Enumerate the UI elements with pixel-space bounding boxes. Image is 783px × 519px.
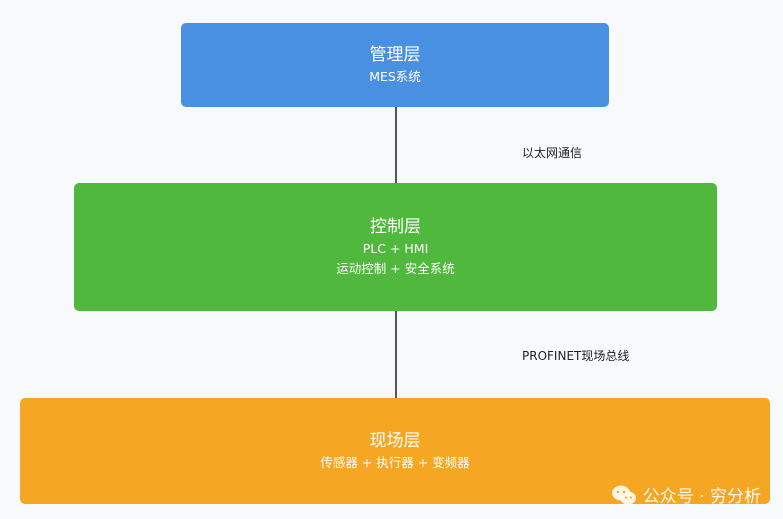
management-layer-box: 管理层 MES系统 (181, 23, 609, 107)
control-layer-detail-1: PLC + HMI (362, 241, 429, 256)
control-layer-title: 控制层 (370, 217, 421, 237)
field-layer-box: 现场层 传感器 + 执行器 + 变频器 (20, 398, 770, 504)
watermark-text: 公众号 · 穷分析 (642, 487, 761, 507)
control-layer-box: 控制层 PLC + HMI 运动控制 + 安全系统 (74, 183, 717, 311)
management-layer-detail: MES系统 (369, 69, 421, 84)
field-layer-title: 现场层 (369, 431, 421, 451)
control-layer-detail-2: 运动控制 + 安全系统 (336, 261, 455, 276)
field-layer-detail: 传感器 + 执行器 + 变频器 (320, 455, 470, 470)
wechat-icon (611, 484, 637, 506)
connector-line-control-field (395, 311, 397, 398)
management-layer-title: 管理层 (369, 45, 421, 65)
watermark: 公众号 · 穷分析 (611, 482, 761, 507)
connector-label-profinet: PROFINET现场总线 (522, 349, 630, 363)
connector-line-management-control (395, 107, 397, 183)
connector-label-ethernet: 以太网通信 (522, 146, 583, 160)
